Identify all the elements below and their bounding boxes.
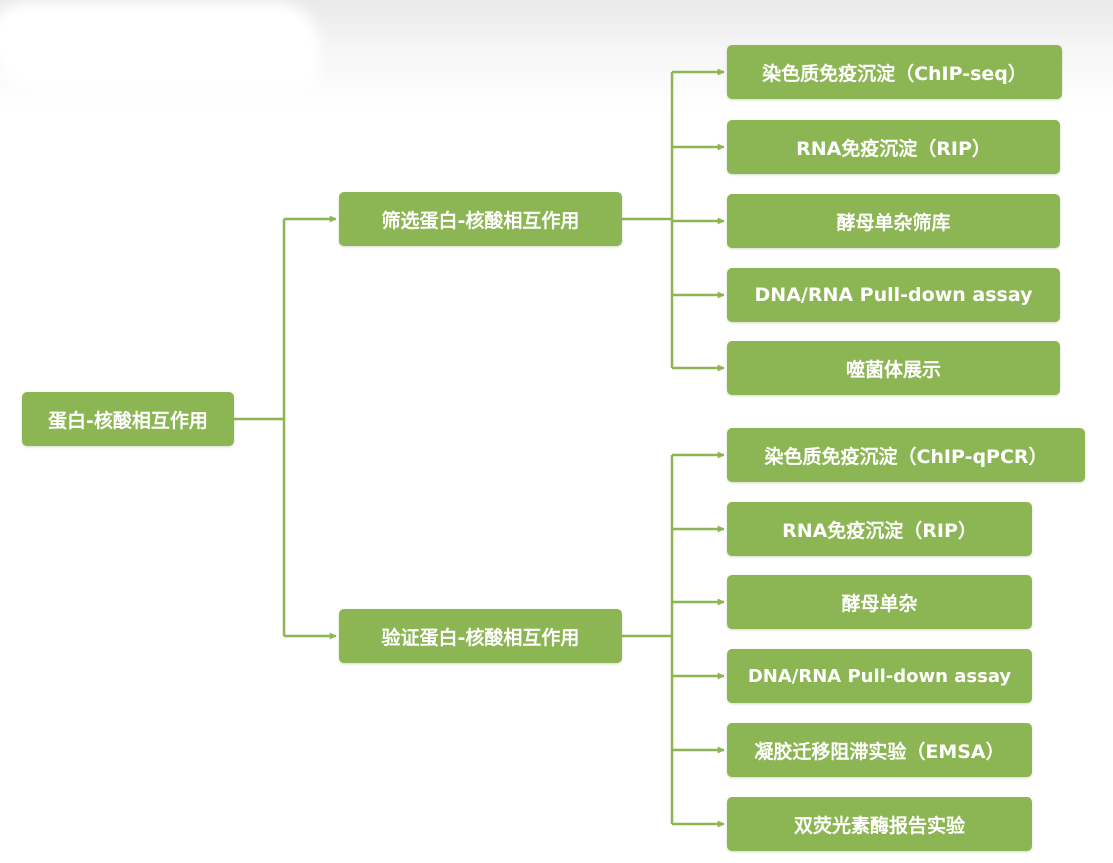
screening-child-node: 噬菌体展示 <box>727 341 1060 395</box>
validation-child-node: 酵母单杂 <box>727 575 1032 629</box>
screening-child-label: 噬菌体展示 <box>845 358 941 381</box>
validation-child-node: DNA/RNA Pull-down assay <box>727 649 1032 703</box>
validation-child-node: 凝胶迁移阻滞实验（EMSA） <box>727 723 1032 777</box>
validation-child-node: RNA免疫沉淀（RIP） <box>727 502 1032 556</box>
screening-child-node: DNA/RNA Pull-down assay <box>727 268 1060 322</box>
validation-child-node: 染色质免疫沉淀（ChIP-qPCR） <box>727 428 1085 482</box>
root-node: 蛋白-核酸相互作用 <box>22 392 234 446</box>
screening-node-label: 筛选蛋白-核酸相互作用 <box>381 209 580 232</box>
blurred-header-area <box>0 12 310 82</box>
validation-child-label: RNA免疫沉淀（RIP） <box>782 519 977 542</box>
validation-child-label: 酵母单杂 <box>841 592 918 615</box>
screening-child-label: DNA/RNA Pull-down assay <box>754 284 1033 306</box>
screening-child-node: 染色质免疫沉淀（ChIP-seq） <box>727 45 1062 99</box>
screening-child-label: 染色质免疫沉淀（ChIP-seq） <box>762 62 1027 85</box>
validation-child-label: 双荧光素酶报告实验 <box>793 814 965 837</box>
screening-child-label: RNA免疫沉淀（RIP） <box>796 137 991 160</box>
root-node-label: 蛋白-核酸相互作用 <box>48 409 208 432</box>
validation-child-label: 染色质免疫沉淀（ChIP-qPCR） <box>764 445 1048 468</box>
validation-child-node: 双荧光素酶报告实验 <box>727 797 1032 851</box>
screening-child-label: 酵母单杂筛库 <box>836 211 951 234</box>
screening-node: 筛选蛋白-核酸相互作用 <box>339 192 622 246</box>
screening-child-node: 酵母单杂筛库 <box>727 194 1060 248</box>
validation-child-label: DNA/RNA Pull-down assay <box>747 665 1012 687</box>
validation-node: 验证蛋白-核酸相互作用 <box>339 609 622 663</box>
screening-child-node: RNA免疫沉淀（RIP） <box>727 120 1060 174</box>
validation-child-label: 凝胶迁移阻滞实验（EMSA） <box>754 740 1005 763</box>
validation-node-label: 验证蛋白-核酸相互作用 <box>381 626 580 649</box>
